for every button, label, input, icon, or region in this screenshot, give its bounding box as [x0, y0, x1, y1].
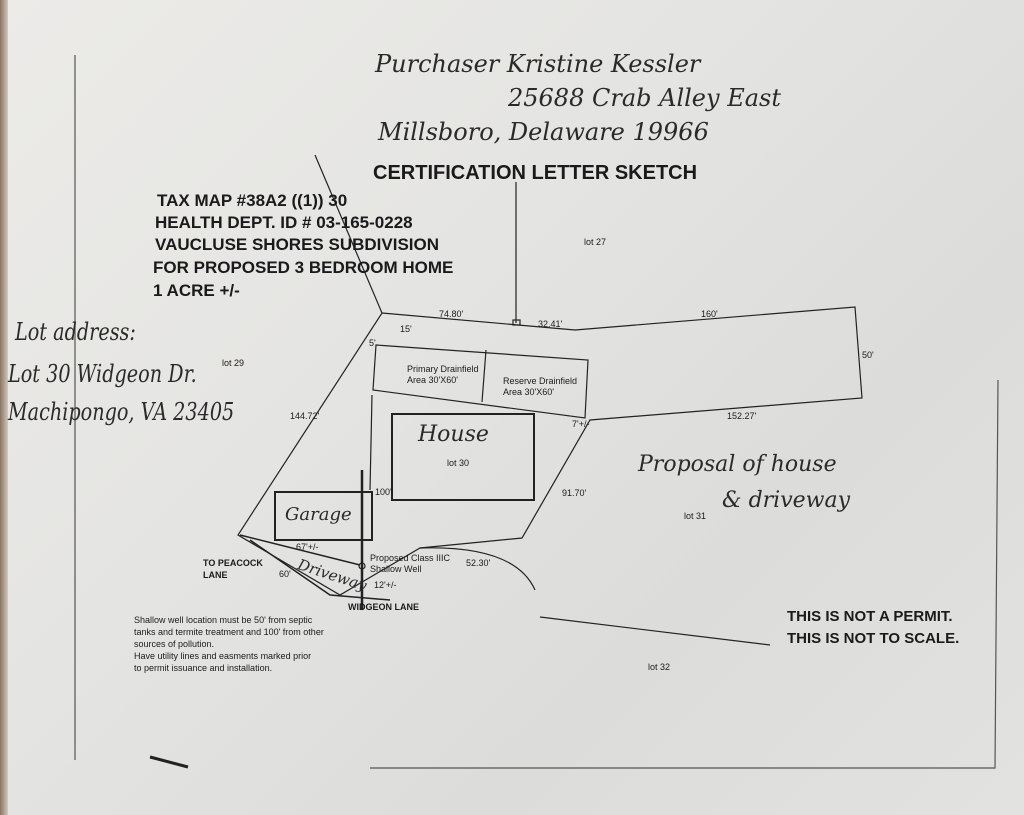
disclaimer-permit: THIS IS NOT A PERMIT.	[787, 608, 953, 625]
garage-outline	[274, 491, 373, 541]
reserve-drainfield-size: Area 30'X60'	[503, 387, 554, 397]
tax-map: TAX MAP #38A2 ((1)) 30	[157, 191, 348, 210]
health-id: HEALTH DEPT. ID # 03-165-0228	[155, 213, 413, 232]
proposal-note-2: & driveway	[722, 488, 851, 513]
well-label-2: Shallow Well	[370, 564, 422, 574]
house-label: House	[418, 422, 489, 447]
dim-12: 12'+/-	[374, 580, 397, 590]
purpose: FOR PROPOSED 3 BEDROOM HOME	[153, 258, 454, 277]
note-line: sources of pollution.	[134, 639, 215, 649]
dim-7: 7'+/-	[572, 419, 590, 429]
arrow-100	[369, 394, 373, 491]
dim-160: 160'	[701, 309, 718, 319]
dim-74-80: 74.80'	[439, 309, 464, 319]
lot-address-line2: Machipongo, VA 23405	[8, 398, 235, 426]
dim-144-72: 144.72'	[290, 411, 320, 421]
widgeon-lane-label: WIDGEON LANE	[348, 602, 419, 612]
primary-drainfield-label: Primary Drainfield	[407, 364, 479, 374]
dim-50: 50'	[862, 350, 874, 360]
dim-5: 5'	[369, 338, 376, 348]
city-line: Millsboro, Delaware 19966	[378, 118, 709, 146]
lot-30-label: lot 30	[447, 458, 470, 468]
curve-widgeon	[419, 547, 536, 591]
address-line: 25688 Crab Alley East	[508, 84, 781, 112]
well-symbol	[358, 562, 366, 570]
disclaimer-scale: THIS IS NOT TO SCALE.	[787, 630, 960, 647]
purchaser-line: Purchaser Kristine Kessler	[375, 50, 701, 78]
corner-mark	[149, 755, 189, 769]
dim-67: 67'+/-	[296, 542, 319, 552]
note-line: Shallow well location must be 50' from s…	[134, 615, 313, 625]
peacock-lane-label: TO PEACOCK	[203, 558, 263, 568]
dim-60: 60'	[279, 569, 291, 579]
dim-100: 100'	[375, 487, 392, 497]
dim-91-70: 91.70'	[562, 488, 587, 498]
page-title: CERTIFICATION LETTER SKETCH	[373, 162, 698, 184]
dim-152-27: 152.27'	[727, 411, 757, 421]
note-line: tanks and termite treatment and 100' fro…	[134, 627, 324, 637]
dim-32-41: 32.41'	[538, 319, 563, 329]
well-marker	[512, 319, 521, 326]
paper-edge-shadow	[0, 0, 8, 815]
drainfield-areas	[372, 344, 589, 419]
peacock-lane-label-2: LANE	[203, 570, 228, 580]
driveway-lines	[239, 534, 391, 601]
lot-line-27	[314, 154, 383, 314]
acreage: 1 ACRE +/-	[153, 281, 240, 300]
dim-52-30: 52.30'	[466, 558, 491, 568]
lot-32-label: lot 32	[648, 662, 671, 672]
lot-27-label: lot 27	[584, 237, 607, 247]
house-outline	[391, 413, 535, 501]
note-line: to permit issuance and installation.	[134, 663, 273, 673]
lot-31-label: lot 31	[684, 511, 707, 521]
primary-drainfield-size: Area 30'X60'	[407, 375, 458, 385]
lane-line	[539, 616, 771, 646]
subdivision: VAUCLUSE SHORES SUBDIVISION	[155, 235, 440, 254]
lot-29-label: lot 29	[222, 358, 245, 368]
well-label: Proposed Class IIIC	[370, 553, 451, 563]
garage-label: Garage	[285, 504, 352, 525]
lot-address-line1: Lot 30 Widgeon Dr.	[8, 360, 197, 388]
lot-address-label: Lot address:	[15, 318, 136, 346]
note-line: Have utility lines and easments marked p…	[134, 651, 312, 661]
proposal-note: Proposal of house	[638, 452, 837, 477]
page-border	[74, 55, 999, 769]
dim-15: 15'	[400, 324, 412, 334]
reserve-drainfield-label: Reserve Drainfield	[503, 376, 578, 386]
lot-boundary	[237, 306, 863, 596]
